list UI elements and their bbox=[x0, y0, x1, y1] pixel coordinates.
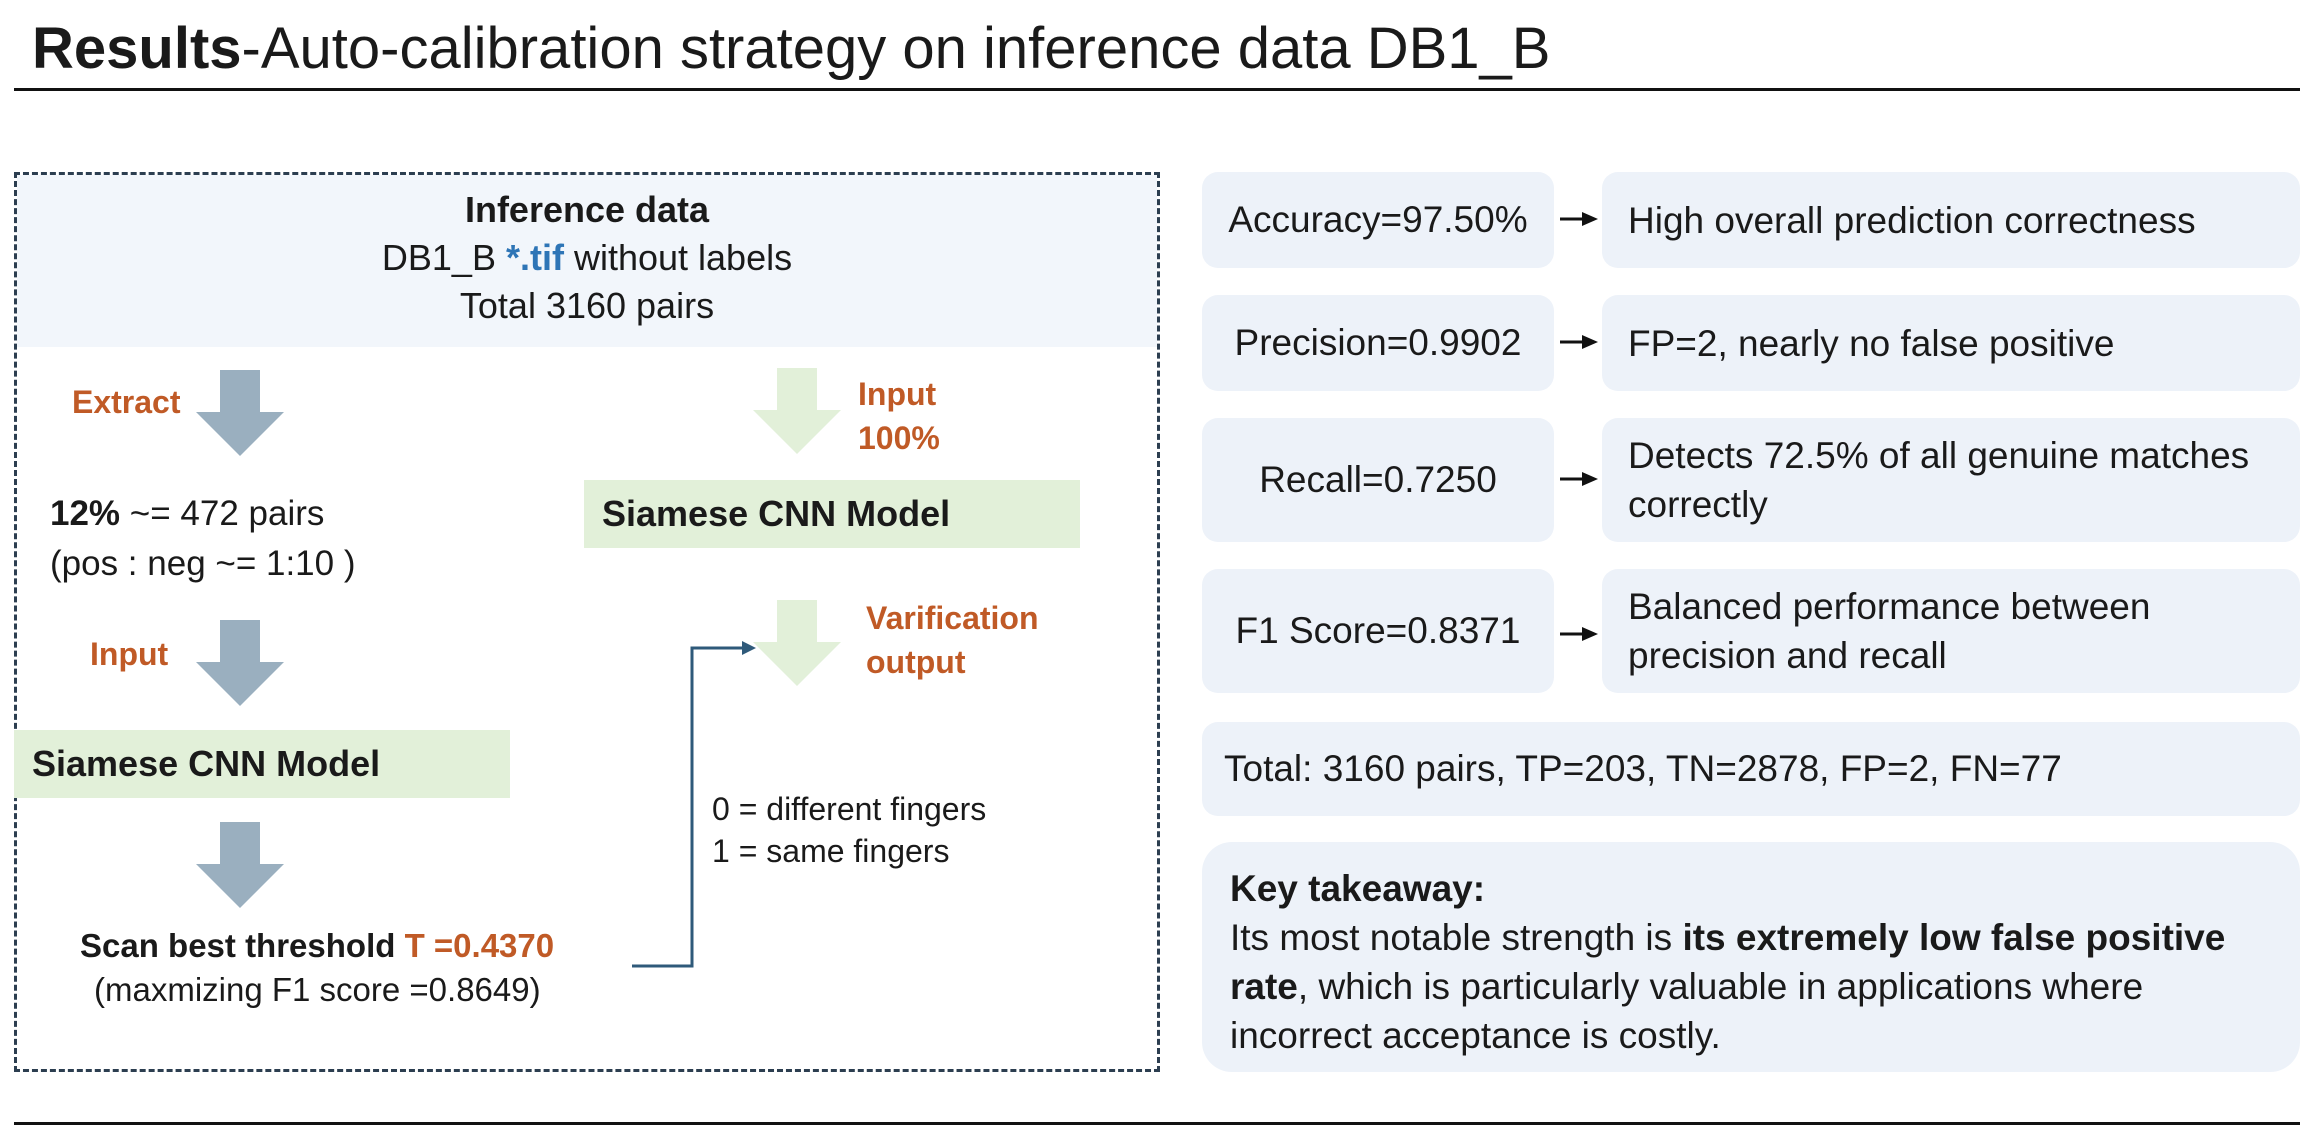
siamese-model-right: Siamese CNN Model bbox=[584, 480, 1080, 548]
desc-f1: Balanced performance between precision a… bbox=[1602, 569, 2300, 693]
scan-label: Scan best threshold bbox=[80, 927, 405, 964]
extract-label: Extract bbox=[72, 384, 181, 420]
desc-recall: Detects 72.5% of all genuine matches cor… bbox=[1602, 418, 2300, 542]
output-label: Varification output bbox=[866, 596, 1039, 684]
scan-threshold: Scan best threshold T =0.4370 bbox=[80, 922, 554, 970]
output-legend-0: 0 = different fingers bbox=[712, 791, 987, 827]
title-rule bbox=[14, 88, 2300, 91]
title-rest: -Auto-calibration strategy on inference … bbox=[241, 16, 1551, 81]
siamese-model-left: Siamese CNN Model bbox=[14, 730, 510, 798]
input-label-right: Input 100% bbox=[858, 372, 940, 460]
output-label-line2: output bbox=[866, 644, 966, 680]
metric-precision: Precision=0.9902 bbox=[1202, 295, 1554, 391]
output-label-line1: Varification bbox=[866, 600, 1039, 636]
scan-note: (maxmizing F1 score =0.8649) bbox=[94, 971, 541, 1008]
output-legend-1: 1 = same fingers bbox=[712, 833, 950, 869]
slide-title: Results-Auto-calibration strategy on inf… bbox=[32, 14, 1550, 84]
inference-heading: Inference data bbox=[464, 189, 710, 230]
metric-recall: Recall=0.7250 bbox=[1202, 418, 1554, 542]
desc-precision: FP=2, nearly no false positive bbox=[1602, 295, 2300, 391]
inference-dataset: DB1_B *.tif without labels bbox=[17, 237, 1157, 279]
inference-data-header: Inference data DB1_B *.tif without label… bbox=[17, 175, 1157, 347]
title-bold: Results bbox=[32, 16, 242, 81]
metric-accuracy: Accuracy=97.50% bbox=[1202, 172, 1554, 268]
takeaway-heading: Key takeaway: bbox=[1230, 868, 1486, 909]
footer-rule bbox=[14, 1122, 2300, 1125]
confusion-totals: Total: 3160 pairs, TP=203, TN=2878, FP=2… bbox=[1202, 722, 2300, 816]
takeaway-pre: Its most notable strength is bbox=[1230, 917, 1683, 958]
dataset-name: DB1_B bbox=[381, 237, 506, 278]
sample-percent: 12% bbox=[50, 494, 121, 533]
file-extension: *.tif bbox=[505, 237, 564, 278]
sample-ratio: (pos : neg ~= 1:10 ) bbox=[50, 544, 356, 583]
inference-total: Total 3160 pairs bbox=[459, 285, 715, 326]
desc-accuracy: High overall prediction correctness bbox=[1602, 172, 2300, 268]
sample-size: 12% ~= 472 pairs bbox=[50, 490, 324, 538]
takeaway-bold: its extremely low false positive rate bbox=[1230, 917, 2226, 1007]
sample-pairs: ~= 472 pairs bbox=[120, 494, 325, 533]
takeaway-body: Its most notable strength is its extreme… bbox=[1230, 913, 2272, 1060]
input-label-right-line2: 100% bbox=[858, 420, 940, 456]
takeaway-post: , which is particularly valuable in appl… bbox=[1230, 966, 2144, 1056]
key-takeaway: Key takeaway: Its most notable strength … bbox=[1202, 842, 2300, 1072]
workflow-panel: Inference data DB1_B *.tif without label… bbox=[14, 172, 1160, 1072]
threshold-value: T =0.4370 bbox=[404, 927, 555, 964]
dataset-note: without labels bbox=[563, 237, 793, 278]
input-label-right-line1: Input bbox=[858, 376, 937, 412]
metric-f1: F1 Score=0.8371 bbox=[1202, 569, 1554, 693]
input-label-left: Input bbox=[90, 636, 169, 672]
